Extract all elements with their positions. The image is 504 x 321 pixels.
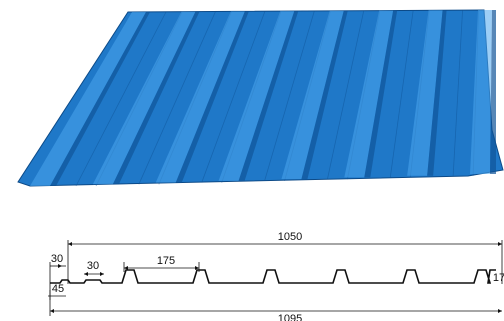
arrow-ribtop [58,264,62,268]
roof-minor-groove [264,11,315,181]
arrow-overall-right [498,242,502,246]
roof-rib-highlight [218,11,295,181]
roof-rib-shadow [301,10,348,180]
dimension-lines [48,240,503,316]
roof-rib-shadow [364,10,398,178]
roof-rib-shadow [238,11,299,181]
roof-minor-groove [201,11,266,183]
arrow-gap-right [100,272,104,276]
roof-sheet-photo [17,9,504,187]
roof-minor-groove [389,10,414,178]
roof-rib-shadow [490,10,496,174]
roof-rib-shadow [175,11,249,183]
roof-rib-highlight [92,11,196,185]
roof-sheet-ribs [30,10,496,187]
roof-minor-groove [75,11,167,187]
dim-side-small: 17 [493,272,504,284]
dim-overall-cover: 1050 [278,231,302,243]
dim-rib-top-width: 30 [51,253,63,265]
roof-rib-highlight [155,11,245,183]
dim-rib-pitch: 175 [157,255,175,267]
roof-rib-highlight [30,12,146,186]
arrow-pitch-right [195,266,199,270]
roof-rib-highlight [407,10,443,176]
dim-rib-height: 45 [52,283,64,295]
roof-rib-shadow [50,12,150,186]
profile-outline [50,269,496,284]
roof-rib-shadow [112,11,200,185]
roof-minor-groove [327,10,365,180]
arrow-full-right [498,309,502,313]
roof-rib-shadow [427,10,447,176]
arrow-gap-left [84,272,88,276]
roof-rib-highlight [470,10,492,174]
arrow-pitch-left [124,266,128,270]
dim-full-width: 1095 [278,313,302,321]
dim-rib-gap: 30 [87,260,99,272]
roof-rib-highlight [281,10,344,180]
roof-rib-highlight [344,10,394,178]
roof-minor-groove [452,10,463,176]
arrow-overall-left [68,242,72,246]
profile-drawing: 1050 175 30 30 45 1095 17 [48,231,504,321]
roof-minor-groove [138,11,216,185]
arrow-full-left [50,309,54,313]
